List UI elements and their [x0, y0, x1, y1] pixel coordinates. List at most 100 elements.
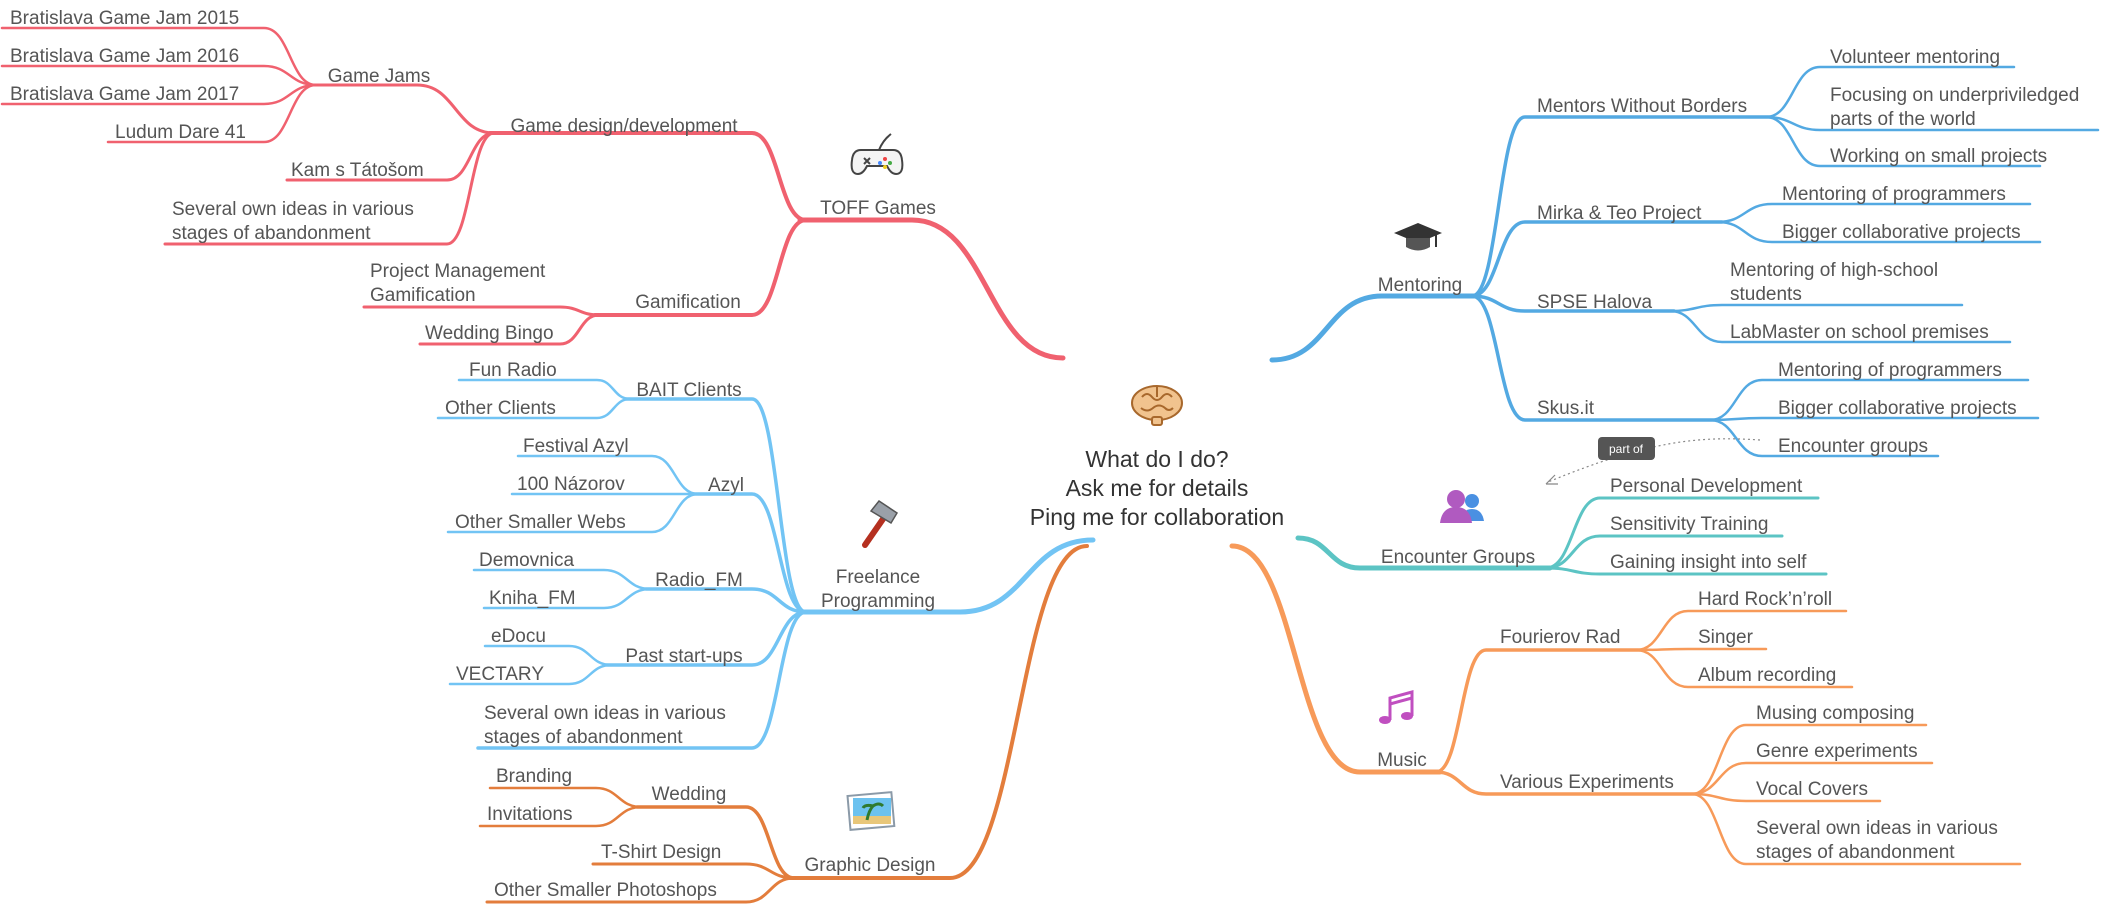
relationship-tag	[1598, 437, 1655, 460]
node-fun-radio[interactable]: Fun Radio	[469, 360, 557, 381]
node-games-own-ideas-2[interactable]: stages of abandonment	[172, 223, 371, 244]
node-underprivileged-1[interactable]: Focusing on underpriviledged	[1830, 85, 2079, 106]
node-underprivileged-2[interactable]: parts of the world	[1830, 109, 1976, 130]
node-music-own-ideas-1[interactable]: Several own ideas in various	[1756, 818, 1998, 839]
node-experiments[interactable]: Various Experiments	[1500, 772, 1674, 793]
node-pm-gamification-1[interactable]: Project Management	[370, 261, 546, 282]
node-azyl[interactable]: Azyl	[708, 475, 744, 496]
highschool-connector	[1668, 303, 1964, 313]
node-music-own-ideas-2[interactable]: stages of abandonment	[1756, 842, 1955, 863]
node-freelance-1[interactable]: Freelance	[836, 567, 921, 588]
node-jam-2016[interactable]: Bratislava Game Jam 2016	[10, 46, 239, 67]
node-jam-2017[interactable]: Bratislava Game Jam 2017	[10, 84, 239, 105]
node-pm-gamification-2[interactable]: Gamification	[370, 285, 476, 306]
demovnica-connector	[472, 568, 652, 591]
relationship-part-of[interactable]: part of	[1545, 437, 1761, 485]
node-hard-rock[interactable]: Hard Rock’n’roll	[1698, 589, 1832, 610]
node-mt-mentoring[interactable]: Mentoring of programmers	[1782, 184, 2006, 205]
node-tshirt[interactable]: T-Shirt Design	[601, 842, 721, 863]
node-branding[interactable]: Branding	[496, 766, 572, 787]
games-own-ideas-connector	[163, 131, 496, 246]
node-toff-games[interactable]: TOFF Games	[820, 198, 936, 219]
node-other-webs[interactable]: Other Smaller Webs	[455, 512, 626, 533]
node-encounter[interactable]: Encounter Groups	[1381, 547, 1535, 568]
node-freelance-2[interactable]: Programming	[821, 591, 935, 612]
central-title-line-2: Ask me for details	[1066, 475, 1249, 501]
node-music[interactable]: Music	[1377, 750, 1427, 771]
tshirt-connector	[591, 862, 796, 880]
central-topic[interactable]: What do I do? Ask me for details Ping me…	[1030, 385, 1284, 530]
node-mwb[interactable]: Mentors Without Borders	[1537, 96, 1747, 117]
node-highschool-1[interactable]: Mentoring of high-school	[1730, 260, 1938, 281]
node-spse[interactable]: SPSE Halova	[1537, 292, 1653, 313]
node-graphic-design[interactable]: Graphic Design	[805, 855, 936, 876]
node-sk-mentoring[interactable]: Mentoring of programmers	[1778, 360, 2002, 381]
node-volunteer[interactable]: Volunteer mentoring	[1830, 47, 2000, 68]
fun-radio-connector	[457, 378, 632, 401]
node-musing[interactable]: Musing composing	[1756, 703, 1914, 724]
node-radio-fm[interactable]: Radio_FM	[655, 570, 743, 591]
node-singer[interactable]: Singer	[1698, 627, 1754, 648]
node-kam-s-tatosom[interactable]: Kam s Tátošom	[291, 160, 424, 181]
node-photoshops[interactable]: Other Smaller Photoshops	[494, 880, 717, 901]
node-gamification[interactable]: Gamification	[635, 292, 741, 313]
node-kniha-fm[interactable]: Kniha_FM	[489, 588, 576, 609]
node-sk-bigger[interactable]: Bigger collaborative projects	[1778, 398, 2017, 419]
labmaster-connector	[1668, 309, 2012, 344]
node-startups[interactable]: Past start-ups	[625, 646, 742, 667]
skus-connector	[1470, 294, 1716, 422]
node-personal[interactable]: Personal Development	[1610, 476, 1803, 497]
game-design-connector	[488, 131, 808, 222]
music-topic-connector	[1229, 543, 1443, 775]
spse-connector	[1470, 294, 1676, 313]
node-nazorov[interactable]: 100 Názorov	[517, 474, 625, 495]
node-game-design[interactable]: Game design/development	[510, 116, 738, 137]
node-edocu[interactable]: eDocu	[491, 626, 546, 647]
node-skus[interactable]: Skus.it	[1537, 398, 1595, 419]
node-other-clients[interactable]: Other Clients	[445, 398, 556, 419]
jam-2015-connector	[0, 26, 318, 87]
node-wedding-bingo[interactable]: Wedding Bingo	[425, 323, 554, 344]
other-webs-connector	[446, 492, 700, 534]
album-connector	[1634, 648, 1854, 689]
gamification-connector	[593, 218, 808, 317]
jam-2016-connector	[0, 64, 318, 87]
node-game-jams[interactable]: Game Jams	[328, 66, 430, 87]
node-mirka-teo[interactable]: Mirka & Teo Project	[1537, 203, 1702, 224]
node-sensitivity[interactable]: Sensitivity Training	[1610, 514, 1768, 535]
node-demovnica[interactable]: Demovnica	[479, 550, 574, 571]
node-labmaster[interactable]: LabMaster on school premises	[1730, 322, 1989, 343]
node-freelance-own-ideas-2[interactable]: stages of abandonment	[484, 727, 683, 748]
node-vocal[interactable]: Vocal Covers	[1756, 779, 1868, 800]
mt-bigger-connector	[1716, 220, 2042, 244]
node-freelance-own-ideas-1[interactable]: Several own ideas in various	[484, 703, 726, 724]
volunteer-connector	[1764, 65, 2016, 119]
singer-connector	[1634, 647, 1768, 652]
node-highschool-2[interactable]: students	[1730, 284, 1802, 305]
node-invitations[interactable]: Invitations	[487, 804, 573, 825]
node-wedding[interactable]: Wedding	[652, 784, 727, 805]
kniha-fm-connector	[482, 587, 652, 610]
node-vectary[interactable]: VECTARY	[456, 664, 544, 685]
node-small-projects[interactable]: Working on small projects	[1830, 146, 2047, 167]
node-festival-azyl[interactable]: Festival Azyl	[523, 436, 629, 457]
fourierov-connector	[1434, 648, 1642, 774]
node-mentoring[interactable]: Mentoring	[1378, 275, 1463, 296]
node-genre[interactable]: Genre experiments	[1756, 741, 1918, 762]
node-ludum-dare[interactable]: Ludum Dare 41	[115, 122, 246, 143]
mt-mentoring-connector	[1716, 202, 2032, 224]
musing-connector	[1690, 723, 1928, 796]
mwb-connector	[1470, 115, 1772, 298]
graphic-topic-connector	[788, 544, 1089, 880]
node-sk-encounter[interactable]: Encounter groups	[1778, 436, 1928, 457]
photoshops-connector	[485, 876, 796, 904]
graduation-cap-icon	[1394, 223, 1442, 251]
node-album[interactable]: Album recording	[1698, 665, 1836, 686]
node-insight[interactable]: Gaining insight into self	[1610, 552, 1807, 573]
node-fourierov[interactable]: Fourierov Rad	[1500, 627, 1620, 648]
node-games-own-ideas-1[interactable]: Several own ideas in various	[172, 199, 414, 220]
node-jam-2015[interactable]: Bratislava Game Jam 2015	[10, 8, 239, 29]
node-mt-bigger[interactable]: Bigger collaborative projects	[1782, 222, 2021, 243]
node-bait-clients[interactable]: BAIT Clients	[636, 380, 741, 401]
experiments-connector	[1434, 770, 1698, 796]
